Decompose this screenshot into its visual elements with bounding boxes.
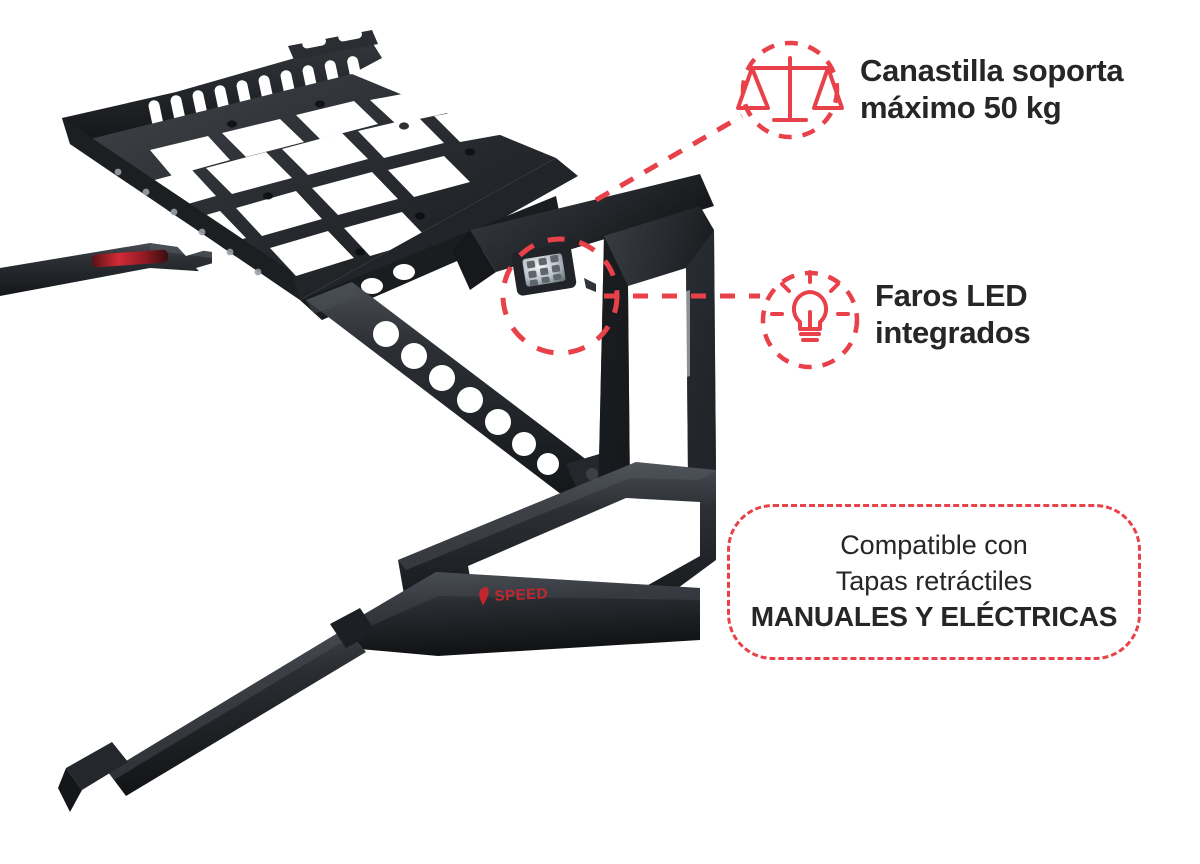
callout-led-line-1: Faros LED [875, 278, 1028, 314]
diagonal-support-arm [306, 282, 620, 500]
callout-compatibility-box: Compatible con Tapas retráctiles MANUALE… [727, 504, 1141, 660]
side-rail [0, 243, 212, 296]
brand-logo: SPEED [479, 585, 548, 606]
callout-led-icon-slot [757, 267, 853, 363]
callout-led: Faros LED integrados [757, 267, 1031, 363]
cargo-basket [62, 29, 578, 320]
callout-led-text: Faros LED integrados [875, 278, 1031, 351]
callout-capacity: Canastilla soporta máximo 50 kg [742, 42, 1124, 138]
callout-capacity-line-2: máximo 50 kg [860, 90, 1062, 125]
lower-base-beam: SPEED [344, 572, 700, 656]
callout-capacity-text: Canastilla soporta máximo 50 kg [860, 53, 1124, 126]
red-led-strip [92, 249, 169, 268]
extension-tube [58, 608, 376, 812]
compat-line-3: MANUALES Y ELÉCTRICAS [750, 601, 1118, 633]
svg-text:SPEED: SPEED [494, 585, 548, 605]
compat-line-1: Compatible con [840, 529, 1028, 560]
callout-led-line-2: integrados [875, 315, 1031, 350]
product-image: SPEED [0, 29, 716, 812]
upright-loop-frame [598, 206, 716, 506]
compat-line-2: Tapas retráctiles [835, 565, 1033, 596]
callout-capacity-icon-slot [742, 42, 838, 138]
callout-capacity-line-1: Canastilla soporta [860, 53, 1124, 89]
